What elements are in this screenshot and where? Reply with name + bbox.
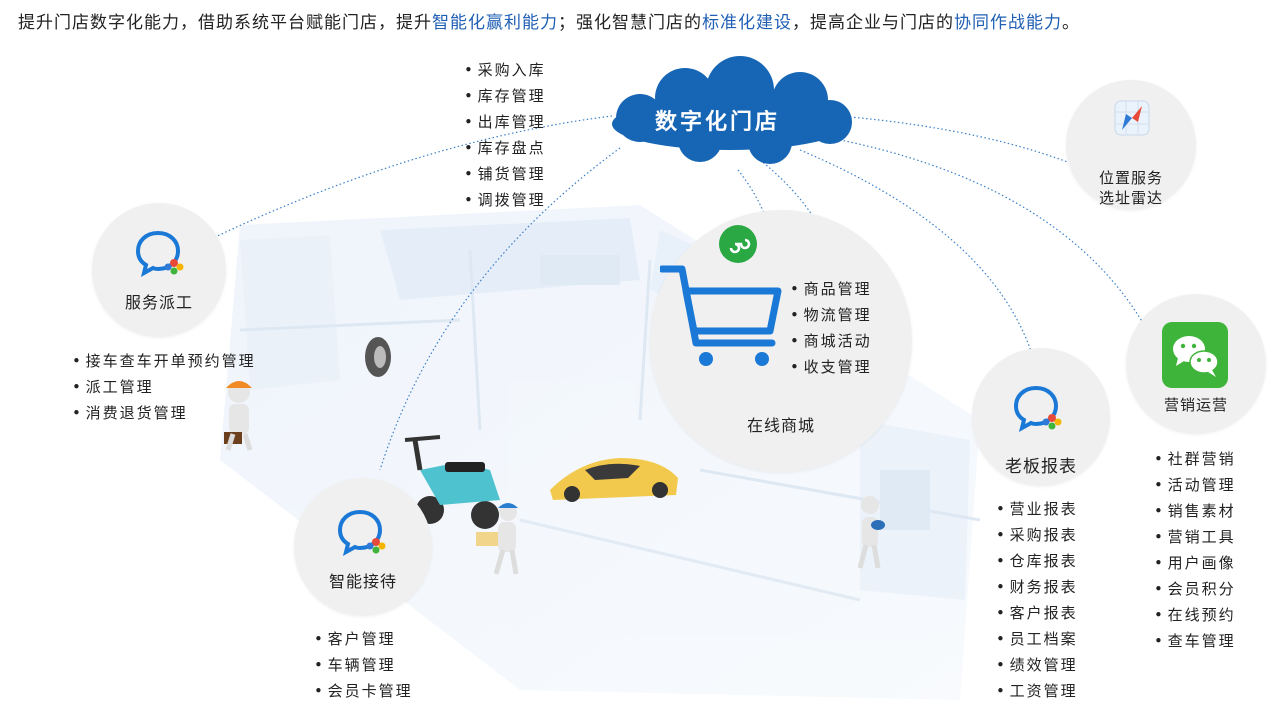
- list-item: 仓库报表: [996, 548, 1078, 574]
- service-dispatch-label: 服务派工: [124, 293, 193, 312]
- chat-icon: [136, 230, 184, 277]
- location-service-circle: 位置服务 选址雷达: [1066, 80, 1196, 210]
- list-item: 库存管理: [464, 83, 546, 109]
- list-item: 库存盘点: [464, 135, 546, 161]
- list-item: 活动管理: [1154, 472, 1236, 498]
- marketing-label: 营销运营: [1163, 396, 1228, 414]
- online-mall-list: 商品管理 物流管理 商城活动 收支管理: [790, 276, 872, 380]
- list-item: 采购入库: [464, 57, 546, 83]
- cart-icon: [660, 265, 782, 366]
- list-item: 在线预约: [1154, 602, 1236, 628]
- list-item: 收支管理: [790, 354, 872, 380]
- list-item: 车辆管理: [314, 652, 413, 678]
- service-dispatch-list: 接车查车开单预约管理 派工管理 消费退货管理: [72, 348, 256, 426]
- boss-report-circle: 老板报表: [972, 348, 1110, 486]
- cloud-icon: [612, 56, 852, 164]
- connector-lines: [212, 115, 1147, 471]
- chat-icon: [338, 509, 386, 556]
- list-item: 查车管理: [1154, 628, 1236, 654]
- list-item: 会员积分: [1154, 576, 1236, 602]
- wechat-icon: [1162, 322, 1228, 388]
- tire-illustration: [365, 337, 391, 377]
- headline-highlight: 智能化赢利能力: [432, 13, 558, 33]
- clipboard-figure: [476, 503, 519, 575]
- phone-figure: [857, 496, 885, 569]
- list-item: 营业报表: [996, 496, 1078, 522]
- list-item: 铺货管理: [464, 161, 546, 187]
- list-item: 营销工具: [1154, 524, 1236, 550]
- online-mall-label: 在线商城: [746, 416, 815, 435]
- list-item: 调拨管理: [464, 187, 546, 213]
- list-item: 财务报表: [996, 574, 1078, 600]
- headline: 提升门店数字化能力，借助系统平台赋能门店，提升智能化赢利能力；强化智慧门店的标准…: [18, 8, 1080, 33]
- list-item: 绩效管理: [996, 652, 1078, 678]
- hub-title: 数字化门店: [655, 109, 781, 135]
- headline-text: ；强化智慧门店的: [558, 13, 702, 33]
- service-dispatch-circle: 服务派工: [92, 203, 226, 337]
- list-item: 用户画像: [1154, 550, 1236, 576]
- headline-highlight: 标准化建设: [702, 13, 792, 33]
- miniapp-icon: [719, 225, 757, 263]
- smart-reception-circle: 智能接待: [294, 478, 432, 616]
- location-line-2: 选址雷达: [1098, 189, 1163, 207]
- list-item: 出库管理: [464, 109, 546, 135]
- location-line-1: 位置服务: [1098, 169, 1163, 187]
- list-item: 派工管理: [72, 374, 256, 400]
- warehouse-list: 采购入库 库存管理 出库管理 库存盘点 铺货管理 调拨管理: [464, 57, 546, 213]
- list-item: 员工档案: [996, 626, 1078, 652]
- sports-car-illustration: [550, 458, 678, 502]
- list-item: 物流管理: [790, 302, 872, 328]
- compass-icon: [1114, 100, 1150, 136]
- list-item: 客户管理: [314, 626, 413, 652]
- list-item: 客户报表: [996, 600, 1078, 626]
- marketing-list: 社群营销 活动管理 销售素材 营销工具 用户画像 会员积分 在线预约 查车管理: [1154, 446, 1236, 654]
- boss-report-label: 老板报表: [1005, 457, 1077, 477]
- smart-reception-label: 智能接待: [328, 572, 397, 591]
- list-item: 社群营销: [1154, 446, 1236, 472]
- boss-report-list: 营业报表 采购报表 仓库报表 财务报表 客户报表 员工档案 绩效管理 工资管理: [996, 496, 1078, 704]
- headline-highlight: 协同作战能力: [954, 13, 1062, 33]
- list-item: 工资管理: [996, 678, 1078, 704]
- list-item: 商品管理: [790, 276, 872, 302]
- smart-reception-list: 客户管理 车辆管理 会员卡管理: [314, 626, 413, 704]
- list-item: 接车查车开单预约管理: [72, 348, 256, 374]
- list-item: 消费退货管理: [72, 400, 256, 426]
- marketing-circle: 营销运营: [1126, 294, 1266, 434]
- list-item: 会员卡管理: [314, 678, 413, 704]
- chat-icon: [1014, 385, 1062, 432]
- location-service-label: 位置服务 选址雷达: [1066, 168, 1196, 208]
- list-item: 商城活动: [790, 328, 872, 354]
- online-mall-circle: 商品管理 物流管理 商城活动 收支管理 在线商城: [650, 210, 912, 472]
- headline-text: 提升门店数字化能力，借助系统平台赋能门店，提升: [18, 13, 432, 33]
- headline-text: ，提高企业与门店的: [792, 13, 954, 33]
- headline-text: 。: [1062, 13, 1080, 33]
- list-item: 销售素材: [1154, 498, 1236, 524]
- list-item: 采购报表: [996, 522, 1078, 548]
